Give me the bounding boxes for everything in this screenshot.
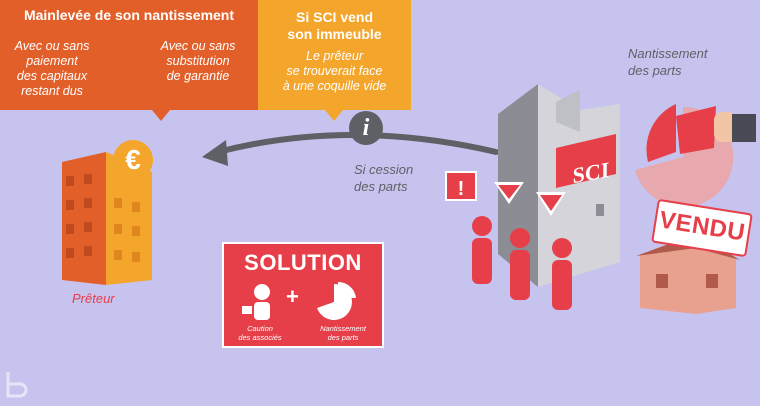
vente-text: Le prêteur se trouverait face à une coqu… <box>282 49 387 93</box>
caution-label: Caution des associés <box>238 324 282 342</box>
nantissement-parts-label: Nantissement des parts <box>320 324 366 342</box>
info-icon: i <box>349 111 383 145</box>
mainlevee-condition-capitaux: Avec ou sans paiement des capitaux resta… <box>14 39 90 98</box>
cession-label: Si cession des parts <box>354 162 414 194</box>
vendu-label: VENDU <box>657 206 748 247</box>
svg-text:!: ! <box>458 178 465 200</box>
logo-watermark-icon <box>6 372 28 398</box>
vente-pointer <box>325 110 343 121</box>
solution-box: SOLUTION + Caution des associés Nantisse… <box>222 242 384 348</box>
vente-box: Si SCI vend son immeuble Le prêteur se t… <box>258 0 411 121</box>
mainlevee-title: Mainlevée de son nantissement <box>23 7 235 23</box>
lender-building-icon <box>62 152 152 285</box>
mainlevee-pointer <box>152 110 170 121</box>
nantissement-label: Nantissement des parts <box>628 46 708 78</box>
hand-icon <box>676 106 756 154</box>
vente-title: Si SCI vend son immeuble <box>287 9 382 42</box>
preteur-label: Prêteur <box>72 291 115 306</box>
nantissement-pie-icon <box>317 281 356 320</box>
associes-icon: ! <box>445 171 572 310</box>
solution-title: SOLUTION <box>244 250 362 275</box>
mainlevee-box: Mainlevée de son nantissement Avec ou sa… <box>0 0 258 121</box>
plus-sign: + <box>286 284 299 309</box>
caution-person-icon <box>242 284 270 320</box>
mainlevee-condition-garantie: Avec ou sans substitution de garantie <box>160 39 236 83</box>
euro-icon: € <box>113 140 153 180</box>
